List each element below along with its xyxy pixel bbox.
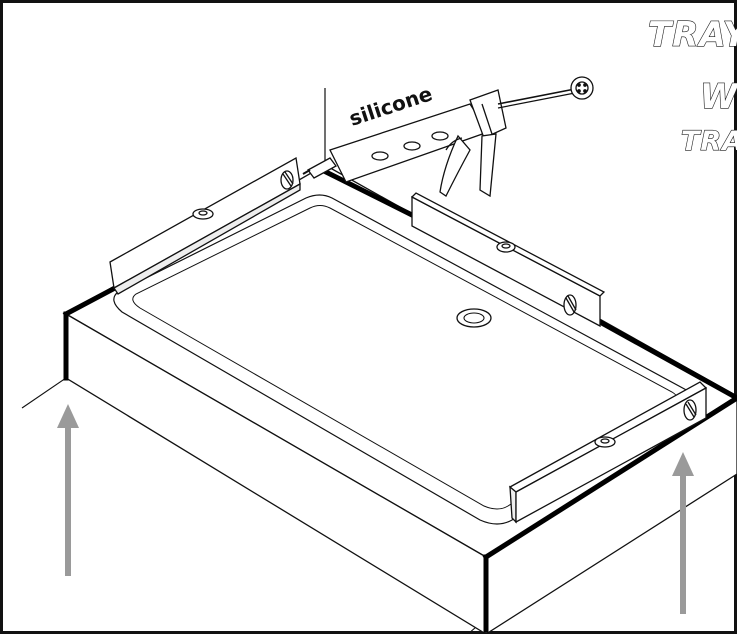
caulking-gun-icon bbox=[302, 76, 594, 198]
heading-text: TRAY W TRA bbox=[647, 14, 737, 157]
heading-line-3: TRA bbox=[681, 126, 737, 157]
drain-icon bbox=[456, 308, 492, 328]
heading-line-1: TRAY bbox=[648, 15, 737, 55]
spirit-level-icon bbox=[109, 156, 301, 295]
heading-line-2: W bbox=[700, 77, 737, 117]
spirit-level-icon bbox=[410, 192, 606, 328]
up-arrow-icon bbox=[57, 404, 79, 576]
up-arrow-icon bbox=[672, 452, 694, 614]
spirit-level-icon bbox=[508, 381, 708, 524]
